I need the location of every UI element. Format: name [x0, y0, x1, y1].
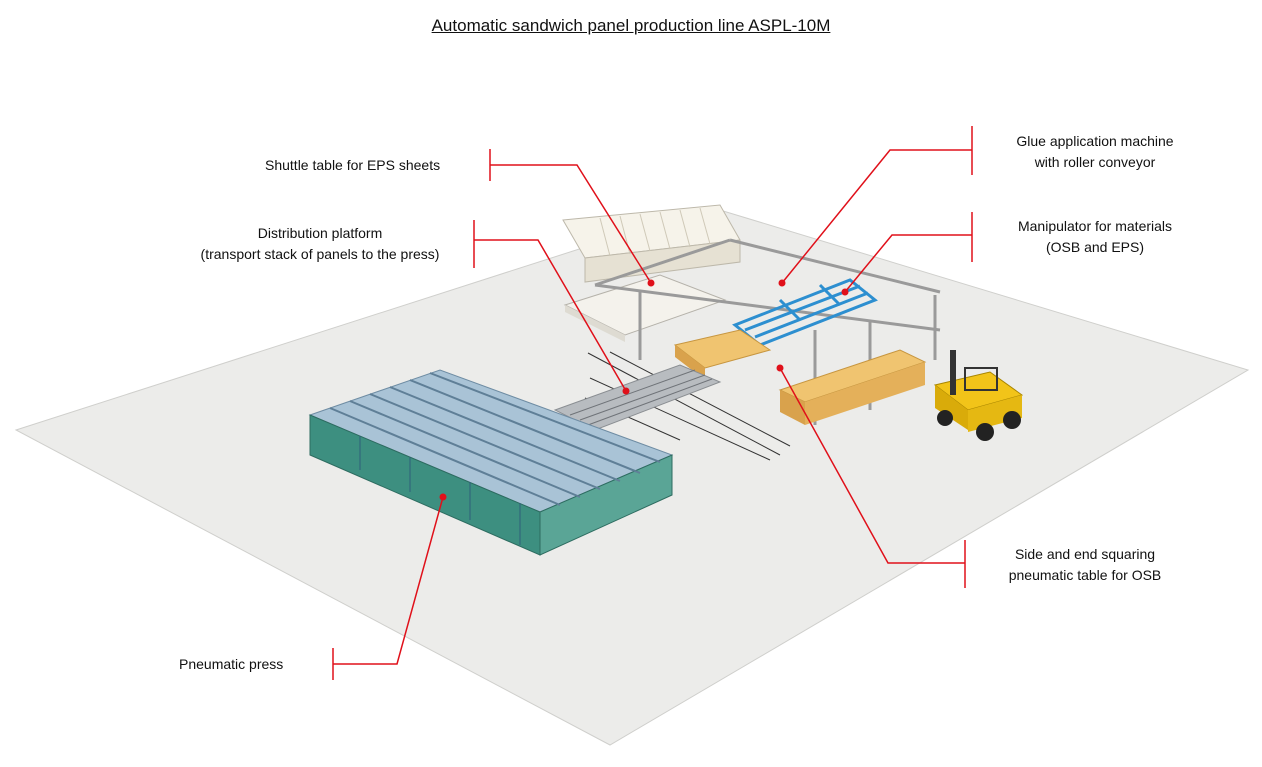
label-distribution-line1: Distribution platform	[257, 225, 383, 241]
label-squaring-line2: pneumatic table for OSB	[1008, 567, 1162, 583]
osb-stacks	[673, 329, 927, 425]
label-distribution-platform: Distribution platform (transport stack o…	[175, 223, 465, 265]
label-manipulator: Manipulator for materials (OSB and EPS)	[990, 216, 1200, 258]
label-glue-line2: with roller conveyor	[1034, 154, 1156, 170]
label-glue-line1: Glue application machine	[1016, 133, 1174, 149]
label-squaring-line1: Side and end squaring	[1014, 546, 1156, 562]
leader-dots	[439, 279, 849, 501]
label-pneumatic-press: Pneumatic press	[179, 656, 284, 672]
label-manipulator-line1: Manipulator for materials	[1017, 218, 1173, 234]
forklift	[933, 350, 1024, 441]
leader-lines	[332, 126, 973, 680]
label-distribution-line2: (transport stack of panels to the press)	[200, 246, 440, 262]
label-squaring-table: Side and end squaring pneumatic table fo…	[985, 544, 1185, 586]
label-glue-machine: Glue application machine with roller con…	[995, 131, 1195, 173]
page-title: Automatic sandwich panel production line…	[431, 16, 831, 35]
label-shuttle-table: Shuttle table for EPS sheets	[265, 157, 441, 173]
pneumatic-press	[308, 369, 674, 556]
label-manipulator-line2: (OSB and EPS)	[1045, 239, 1145, 255]
